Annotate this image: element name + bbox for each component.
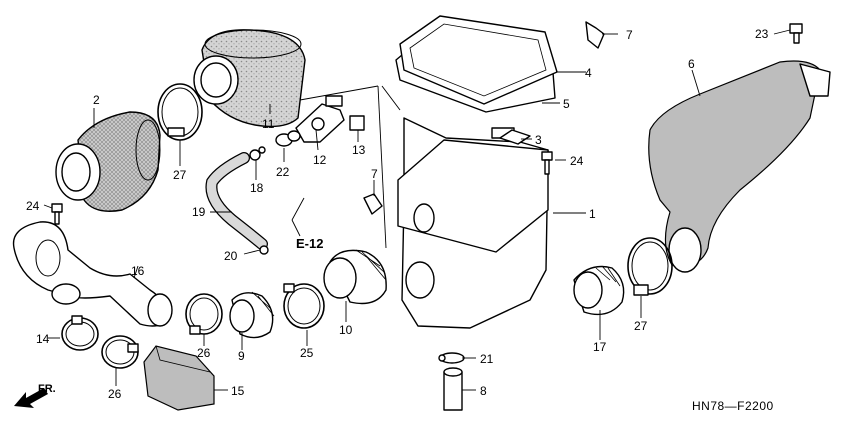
callout-26-lower: 26 (108, 387, 122, 401)
connecting-tube-10 (323, 249, 387, 305)
callout-11: 11 (262, 117, 275, 131)
band-clamp-27-upper (157, 83, 203, 141)
clip-7-middle (363, 193, 383, 215)
callout-7-upper: 7 (626, 28, 633, 42)
breather-hose-19 (205, 152, 268, 250)
bolt-24-right (541, 151, 553, 175)
callout-27-right: 27 (634, 319, 648, 333)
callout-22: 22 (276, 165, 290, 179)
leader-lines (43, 29, 791, 391)
band-clamp-14 (61, 315, 99, 351)
callout-24-right: 24 (570, 154, 584, 168)
callout-25: 25 (300, 346, 314, 360)
clip-20 (259, 245, 269, 255)
clip-7-upper (585, 21, 605, 49)
bracket-3 (499, 129, 531, 145)
connecting-tube-17 (573, 265, 625, 316)
callout-8: 8 (480, 384, 487, 398)
callout-16: 16 (131, 264, 145, 278)
direction-label: FR. (38, 383, 56, 395)
intake-duct-6 (648, 60, 831, 273)
callout-labels: 1 2 3 4 5 6 7 7 8 9 10 11 12 13 14 15 16… (26, 27, 769, 401)
fitting-22 (275, 130, 301, 147)
callout-19: 19 (192, 205, 206, 219)
callout-6: 6 (688, 57, 695, 71)
band-clamp-26-lower (101, 335, 139, 369)
callout-14: 14 (36, 332, 50, 346)
callout-15: 15 (231, 384, 245, 398)
callout-7-middle: 7 (371, 167, 378, 181)
callout-17: 17 (593, 340, 607, 354)
callout-5: 5 (563, 97, 570, 111)
callout-3: 3 (535, 133, 542, 147)
front-direction-arrow: FR. (14, 383, 56, 408)
connecting-tube-9 (229, 291, 275, 339)
bolt-23 (789, 23, 803, 44)
air-cleaner-case-1 (397, 117, 549, 329)
drain-tube-8 (443, 367, 463, 411)
air-filter-element-11 (193, 29, 306, 128)
callout-21: 21 (480, 352, 494, 366)
clip-21 (438, 352, 465, 364)
callout-27-upper: 27 (173, 168, 187, 182)
callout-18: 18 (250, 181, 264, 195)
callout-24-left: 24 (26, 199, 40, 213)
reference-label: E-12 (296, 236, 323, 251)
breather-joint-12 (295, 95, 345, 143)
grommet-13 (349, 115, 365, 131)
band-clamp-25 (283, 283, 325, 329)
callout-10: 10 (339, 323, 353, 337)
callout-9: 9 (238, 349, 245, 363)
intake-tube-16 (12, 221, 173, 327)
callout-12: 12 (313, 153, 327, 167)
callout-4: 4 (585, 66, 592, 80)
callout-1: 1 (589, 207, 596, 221)
callout-13: 13 (352, 143, 366, 157)
filter-cage-2 (55, 111, 161, 212)
callout-2: 2 (93, 93, 100, 107)
callout-26-center: 26 (197, 346, 211, 360)
clip-18 (249, 146, 266, 161)
callout-23: 23 (755, 27, 769, 41)
bolt-24-left (51, 203, 63, 225)
diagram-code: HN78—F2200 (692, 399, 774, 413)
band-clamp-26-center (185, 293, 223, 335)
band-clamp-27-right (627, 237, 673, 296)
callout-20: 20 (224, 249, 238, 263)
